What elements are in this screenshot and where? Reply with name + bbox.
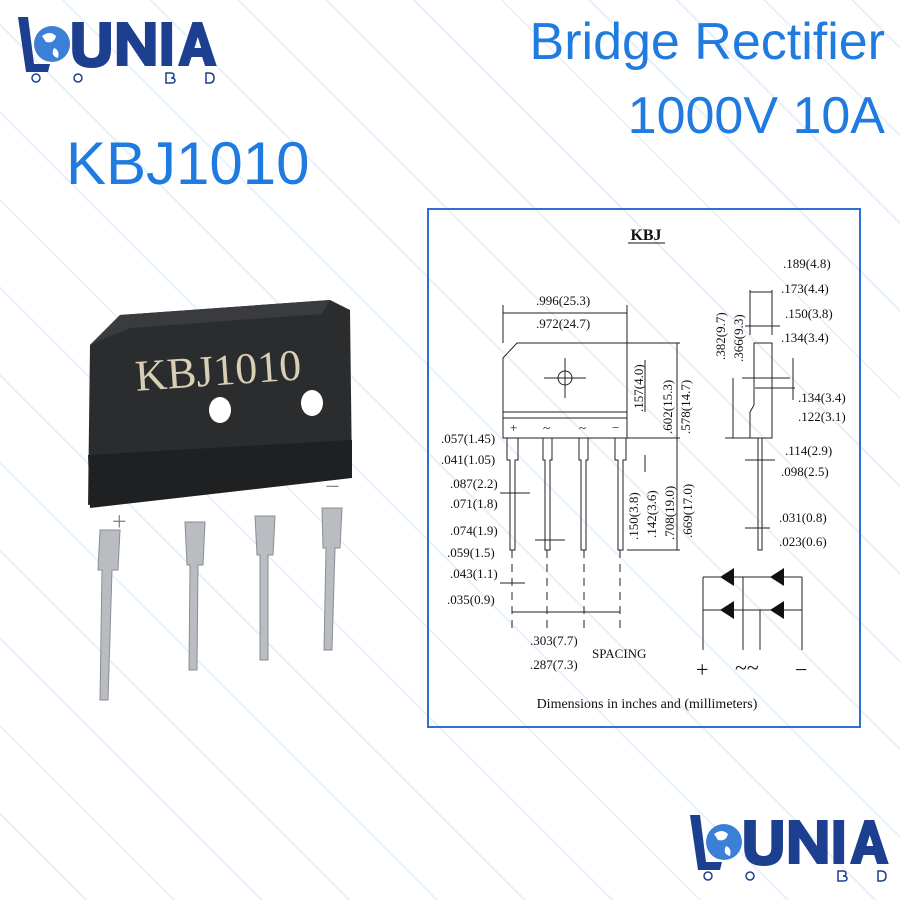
dim-pin-min: .035(0.9) (447, 592, 495, 607)
diagram-title: KBJ (630, 227, 661, 244)
product-rating: 1000V 10A (627, 87, 885, 145)
diagram-footer: Dimensions in inches and (millimeters) (537, 697, 758, 712)
dim-pin-t-max: .031(0.8) (779, 510, 827, 525)
dim-spacing-min: .287(7.3) (530, 657, 578, 672)
dim-hole-min: .134(3.4) (781, 330, 829, 345)
dunia-logo-bottom (690, 815, 889, 882)
dimension-drawing: KBJ .996(25.3) .972(24.7) .057(1.45) .04… (441, 227, 846, 712)
pin-label-ac1: ~ (543, 420, 550, 435)
dim-lead-w-max: .057(1.45) (441, 431, 495, 446)
dim-pin-max: .043(1.1) (450, 566, 498, 581)
dim-height-min: .578(14.7) (678, 380, 693, 434)
dim-height-max: .602(15.3) (660, 380, 675, 434)
product-category-title: Bridge Rectifier (529, 13, 885, 71)
product-pin-minus: − (325, 472, 340, 501)
dim-lead-w-min: .041(1.05) (441, 452, 495, 467)
dim-width-min: .972(24.7) (536, 316, 590, 331)
dim-thick-min: .173(4.4) (781, 281, 829, 296)
dim-lead-t-min: .059(1.5) (447, 545, 495, 560)
dim-step-max: .114(2.9) (785, 443, 832, 458)
dim-width-max: .996(25.3) (536, 293, 590, 308)
dim-thick-max: .189(4.8) (783, 256, 831, 271)
dim-hole2-max: .134(3.4) (798, 390, 846, 405)
dim-step-min: .098(2.5) (781, 464, 829, 479)
product-pin-plus: + (112, 507, 127, 536)
dim-shoulder-max: .087(2.2) (450, 476, 498, 491)
dim-hole2-min: .122(3.1) (798, 409, 846, 424)
dim-pin-t-min: .023(0.6) (779, 534, 827, 549)
schematic-ac: ~~ (735, 655, 759, 680)
dim-hole-offset: .157(4.0) (631, 364, 646, 412)
product-photo: KBJ1010 + − (88, 300, 352, 701)
schematic-minus: − (795, 657, 807, 682)
dim-hole-max: .150(3.8) (785, 306, 833, 321)
product-marking: KBJ1010 (134, 340, 303, 400)
schematic-plus: + (696, 657, 708, 682)
dimension-diagram: KBJ .996(25.3) .972(24.7) .057(1.45) .04… (427, 208, 861, 728)
part-number: KBJ1010 (66, 130, 310, 197)
dim-shoulder-min: .071(1.8) (450, 496, 498, 511)
dim-shoulder-len: .150(3.8) (626, 492, 641, 540)
pin-label-plus: + (510, 420, 517, 435)
dim-spacing-label: SPACING (592, 646, 646, 661)
dim-shoulder-len-min: .142(3.6) (644, 490, 659, 538)
dim-lead-len-max: .708(19.0) (662, 486, 677, 540)
dim-spacing-max: .303(7.7) (530, 633, 578, 648)
pin-label-ac2: ~ (579, 420, 586, 435)
dim-side-h-max: .382(9.7) (713, 312, 728, 360)
dim-lead-t-max: .074(1.9) (450, 523, 498, 538)
pin-label-minus: − (612, 420, 619, 435)
dunia-logo (18, 17, 217, 84)
dim-side-h-min: .366(9.3) (731, 314, 746, 362)
dim-lead-len-min: .669(17.0) (680, 484, 695, 538)
